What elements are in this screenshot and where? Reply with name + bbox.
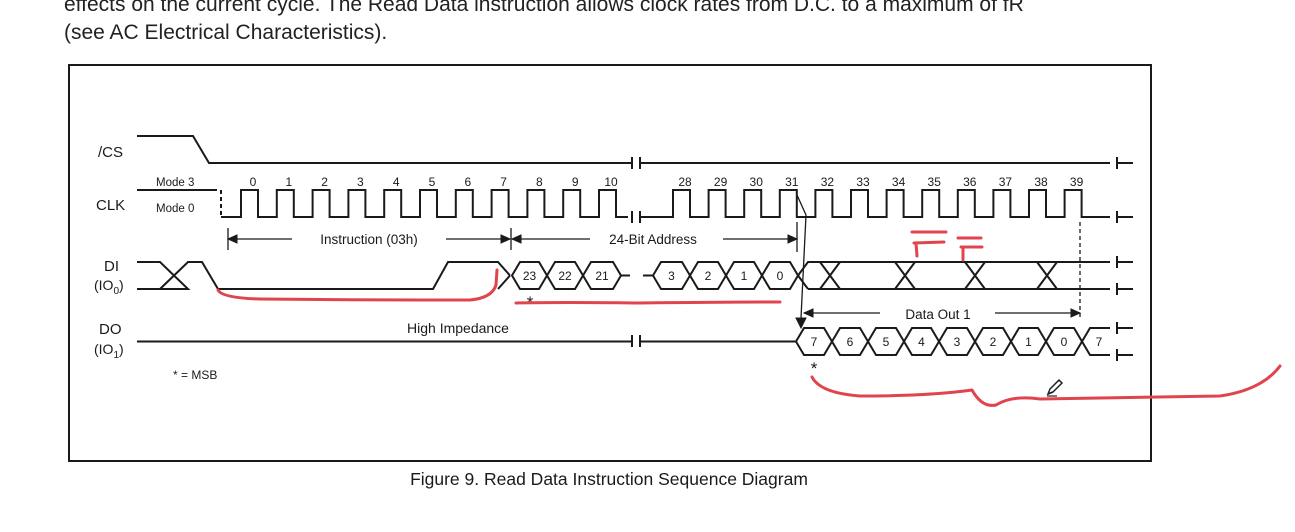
do-bit-label: 7 bbox=[1096, 335, 1103, 349]
do-bit-label: 3 bbox=[954, 335, 961, 349]
di-bit-label: 2 bbox=[705, 269, 712, 283]
instruction-span-left-head bbox=[226, 234, 238, 244]
clock-number: 28 bbox=[678, 175, 692, 189]
instruction-label: Instruction (03h) bbox=[320, 232, 418, 247]
end-break-mark bbox=[1116, 322, 1133, 334]
clock-number: 7 bbox=[500, 175, 507, 189]
do-msb-star: * bbox=[811, 359, 818, 378]
di-pin-prefix: (IO bbox=[94, 277, 114, 293]
data-out-label: Data Out 1 bbox=[905, 307, 970, 322]
clock-number: 8 bbox=[536, 175, 543, 189]
do-pin-prefix: (IO bbox=[94, 341, 114, 357]
clock-number: 30 bbox=[750, 175, 764, 189]
clock-number: 2 bbox=[321, 175, 328, 189]
waveforms bbox=[137, 135, 1133, 361]
do-pin-close: ) bbox=[119, 341, 124, 357]
end-break-mark bbox=[1116, 349, 1133, 361]
high-impedance-label: High Impedance bbox=[407, 320, 509, 336]
clock-number: 5 bbox=[429, 175, 436, 189]
intro-line-2: (see AC Electrical Characteristics). bbox=[64, 21, 388, 44]
do-bit-label: 0 bbox=[1061, 335, 1068, 349]
end-break-mark bbox=[1116, 256, 1133, 268]
clk-to-do-arrow-head bbox=[795, 317, 807, 330]
do-pin-sub: 1 bbox=[113, 350, 119, 361]
mode0-label: Mode 0 bbox=[156, 203, 194, 215]
di-instruction-waveform bbox=[137, 261, 511, 290]
instruction-span-right-head bbox=[500, 234, 512, 244]
end-break-mark bbox=[1116, 283, 1133, 295]
clock-number: 6 bbox=[464, 175, 471, 189]
intro-paragraph: effects on the current cycle. The Read D… bbox=[64, 0, 1244, 47]
span-ticks bbox=[227, 222, 798, 252]
end-break-mark bbox=[1116, 211, 1133, 223]
clock-number: 31 bbox=[785, 175, 799, 189]
do-bit-label: 6 bbox=[847, 335, 854, 349]
address-span-left-head bbox=[510, 234, 522, 244]
clock-number: 3 bbox=[357, 175, 364, 189]
data-out-span-left-head bbox=[802, 308, 814, 318]
do-bit-label: 7 bbox=[811, 335, 818, 349]
do-bit-label: 2 bbox=[990, 335, 997, 349]
intro-line-1: effects on the current cycle. The Read D… bbox=[64, 0, 1024, 16]
di-bit-label: 3 bbox=[668, 269, 675, 283]
clock-number: 38 bbox=[1034, 175, 1048, 189]
handwritten-annotations bbox=[216, 230, 1282, 407]
clock-number: 33 bbox=[856, 175, 870, 189]
clock-number: 29 bbox=[714, 175, 728, 189]
clock-number: 32 bbox=[821, 175, 835, 189]
di-label: DI bbox=[104, 258, 119, 275]
msb-legend: * = MSB bbox=[173, 368, 217, 382]
clk-label: CLK bbox=[96, 197, 125, 214]
di-dont-care-waveform bbox=[797, 261, 1110, 290]
di-pin-close: ) bbox=[119, 277, 124, 293]
do-bit-label: 4 bbox=[918, 335, 925, 349]
do-bit-label: 5 bbox=[883, 335, 890, 349]
do-pin-label: (IO1) bbox=[94, 341, 124, 361]
cs-waveform bbox=[137, 135, 1110, 164]
end-break-mark bbox=[1116, 157, 1133, 169]
di-bit-label: 23 bbox=[523, 269, 537, 283]
mode3-label: Mode 3 bbox=[156, 177, 194, 189]
clock-number: 1 bbox=[285, 175, 292, 189]
di-pin-sub: 0 bbox=[113, 286, 119, 297]
clock-number: 34 bbox=[892, 175, 906, 189]
clk-waveform bbox=[137, 189, 1110, 218]
clock-number: 39 bbox=[1070, 175, 1084, 189]
clock-number: 0 bbox=[250, 175, 257, 189]
underline-instruction bbox=[216, 268, 499, 302]
di-pin-label: (IO0) bbox=[94, 277, 124, 297]
figure-caption: Figure 9. Read Data Instruction Sequence… bbox=[410, 469, 808, 489]
data-out-span-right-head bbox=[1070, 308, 1082, 318]
di-bit-label: 22 bbox=[558, 269, 572, 283]
underline-address bbox=[514, 300, 782, 305]
clk-to-do-arrow-line bbox=[796, 194, 807, 319]
clock-number: 35 bbox=[928, 175, 942, 189]
cs-label: /CS bbox=[98, 144, 123, 161]
di-transition bbox=[497, 274, 511, 290]
diagram-frame bbox=[68, 64, 1152, 462]
do-label: DO bbox=[99, 321, 122, 338]
di-bit-label: 1 bbox=[741, 269, 748, 283]
diagram-labels: /CS CLK DI (IO0) DO (IO1) Mode 3 Mode 0 … bbox=[94, 144, 971, 382]
clock-number: 36 bbox=[963, 175, 977, 189]
pen-cursor-icon bbox=[1046, 378, 1064, 397]
clock-number: 37 bbox=[999, 175, 1013, 189]
address-label: 24-Bit Address bbox=[609, 232, 697, 247]
clock-number: 9 bbox=[572, 175, 579, 189]
di-bit-label: 21 bbox=[595, 269, 609, 283]
do-bit-label: 1 bbox=[1025, 335, 1032, 349]
clock-number: 4 bbox=[393, 175, 400, 189]
address-span-right-head bbox=[787, 234, 799, 244]
clock-number: 10 bbox=[604, 175, 618, 189]
handwritten-ff bbox=[910, 230, 984, 262]
do-data-bit bbox=[1081, 327, 1110, 356]
underline-data-out bbox=[810, 364, 1282, 407]
di-bit-label: 0 bbox=[777, 269, 784, 283]
